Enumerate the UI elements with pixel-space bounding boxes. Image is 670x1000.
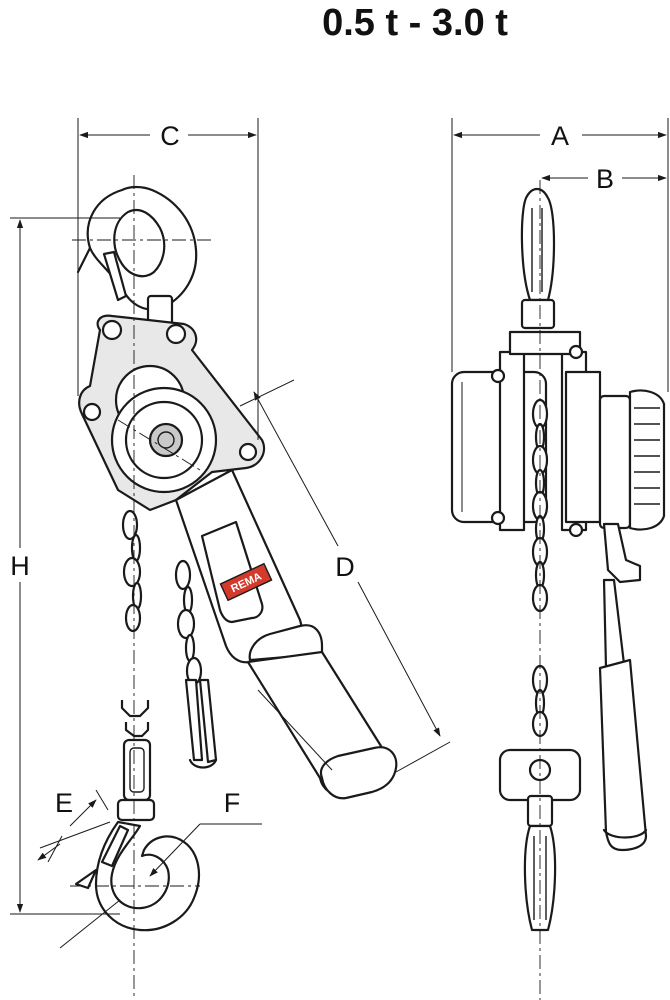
load-chain-lower [116, 700, 156, 822]
front-view [450, 180, 666, 1000]
front-housing [450, 330, 602, 538]
load-chain-left [121, 509, 143, 633]
lever-handle [174, 468, 398, 800]
front-lever [598, 389, 666, 852]
dim-label-b: B [596, 164, 614, 194]
hand-chain-free-end [174, 559, 218, 769]
dimension-lines: C A B H D E F [10, 118, 669, 949]
dim-label-h: H [10, 551, 30, 581]
page-title: 0.5 t - 3.0 t [322, 2, 508, 44]
dim-label-d: D [335, 552, 355, 582]
wheel-axis-line [117, 419, 201, 471]
bottom-hook [74, 820, 201, 932]
dim-label-f: F [224, 788, 241, 818]
side-view: REMA [70, 175, 398, 1000]
top-hook [76, 185, 198, 326]
dim-label-c: C [160, 121, 180, 151]
rema-badge: REMA [219, 562, 273, 602]
front-top-hook [520, 187, 556, 330]
dim-label-a: A [551, 121, 569, 151]
dim-label-e: E [55, 788, 73, 818]
